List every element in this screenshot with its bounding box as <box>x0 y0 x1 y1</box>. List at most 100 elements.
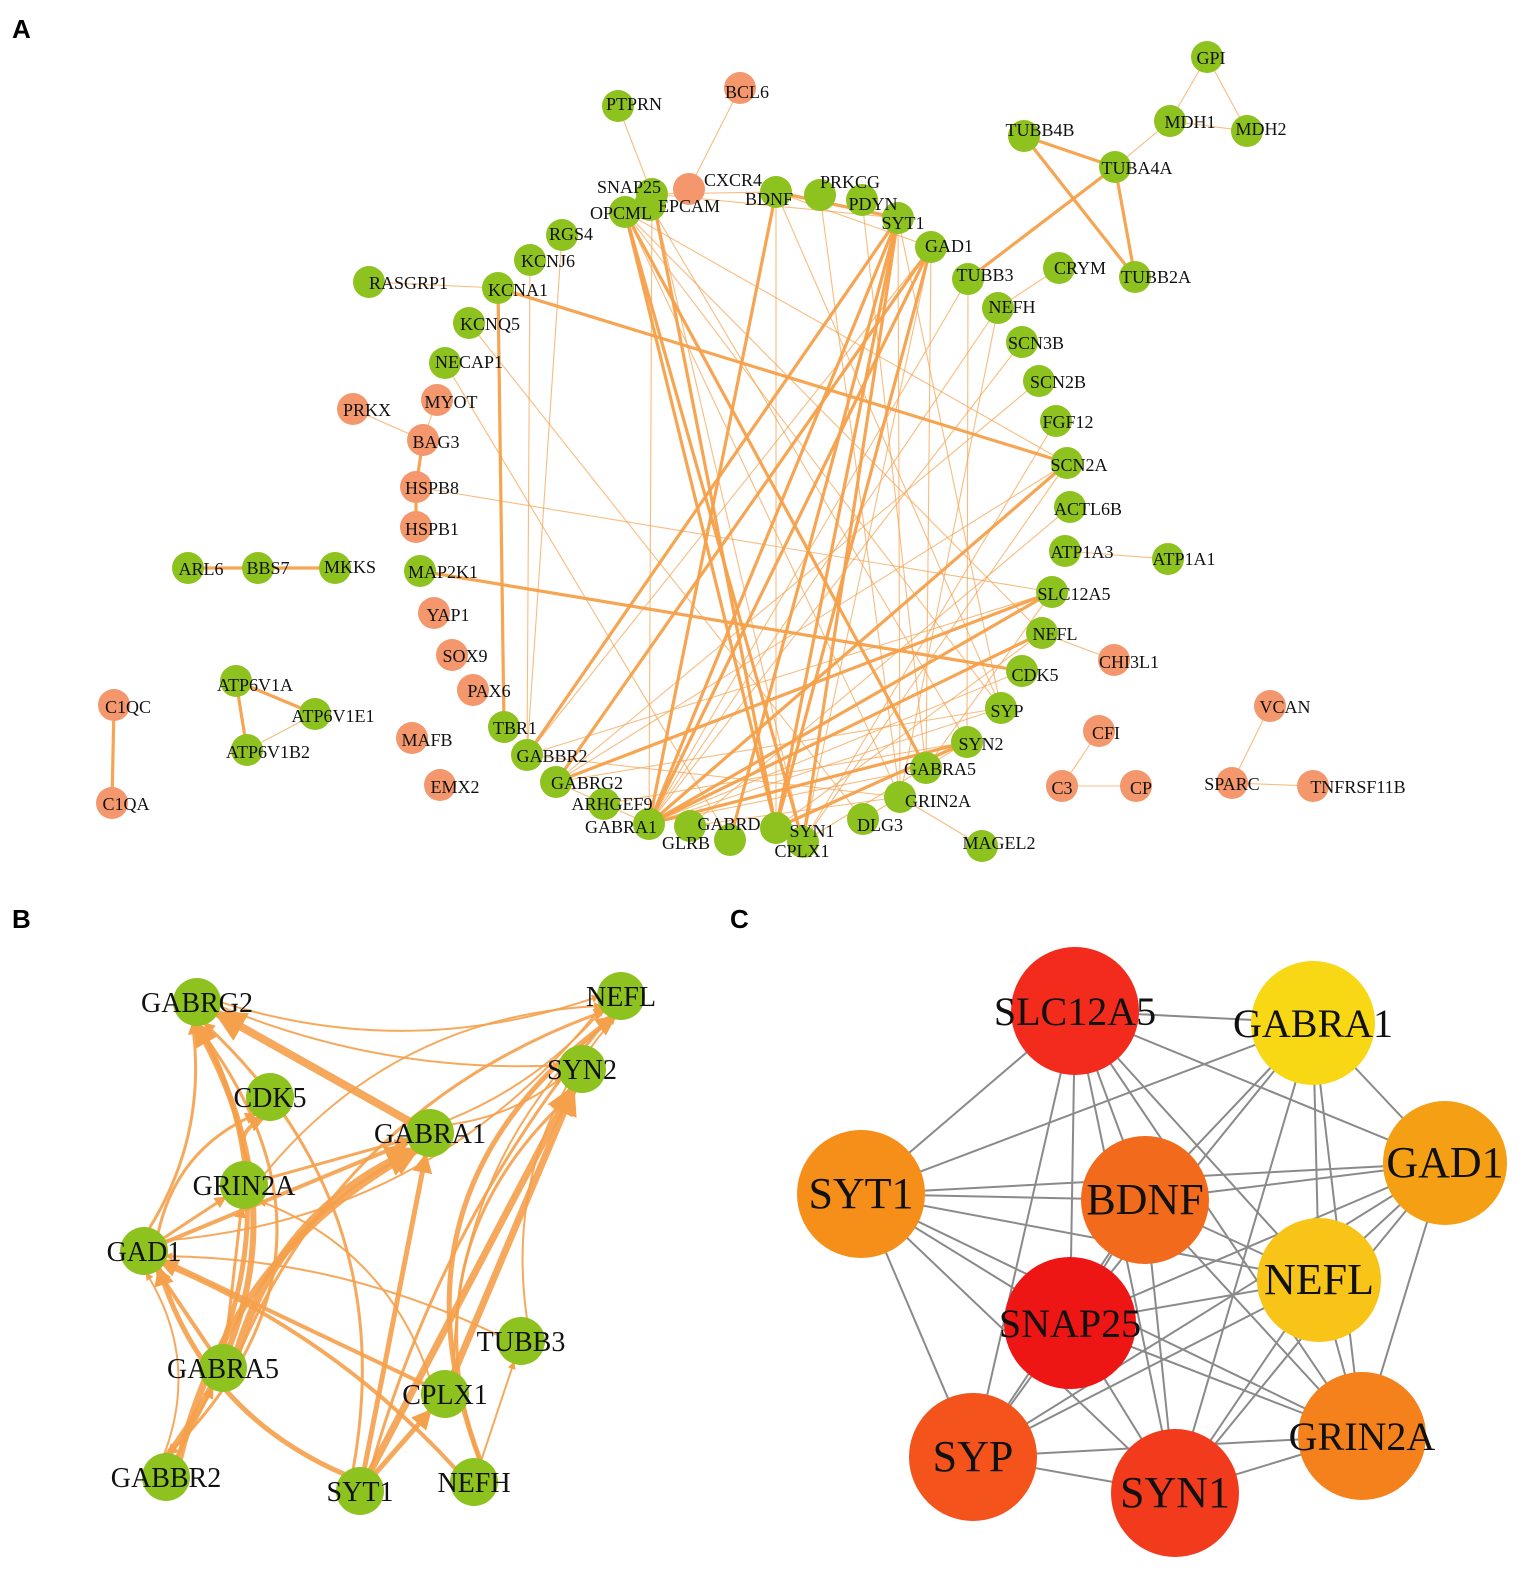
gene-label: GABRA1 <box>374 1119 486 1150</box>
gene-label: C1QC <box>105 697 151 717</box>
gene-node <box>220 1161 268 1209</box>
gene-label: ATP1A1 <box>1152 549 1215 569</box>
gene-label: RASGRP1 <box>369 273 448 293</box>
gene-node <box>633 808 665 840</box>
gene-node <box>353 266 385 298</box>
gene-label: SLC12A5 <box>1037 584 1110 604</box>
gene-node <box>714 824 746 856</box>
hub-gene-node <box>1257 1218 1381 1342</box>
gene-node <box>173 978 221 1026</box>
gene-node <box>424 769 456 801</box>
network-edge <box>624 211 1043 634</box>
directed-edge <box>160 1261 458 1471</box>
gene-node <box>540 766 572 798</box>
gene-label: HSPB1 <box>405 519 459 539</box>
interaction-edge <box>972 1010 1076 1458</box>
gene-label: RGS4 <box>549 224 593 244</box>
gene-node <box>406 1109 454 1157</box>
network-edge <box>689 506 1071 827</box>
network-edge <box>526 591 1053 756</box>
gene-node <box>172 552 204 584</box>
gene-label: OPCML <box>590 203 652 223</box>
network-edge <box>648 740 968 826</box>
gene-label: CPLX1 <box>774 841 829 861</box>
gene-label: ATP1A3 <box>1050 542 1113 562</box>
gene-label: PRKX <box>343 400 391 420</box>
network-edge <box>624 211 901 798</box>
gene-node <box>429 347 461 379</box>
gene-node <box>1036 576 1068 608</box>
gene-label: GLRB <box>662 833 710 853</box>
gene-node <box>497 1317 545 1365</box>
hub-gene-node <box>1383 1101 1507 1225</box>
hub-gene-node <box>1081 1136 1209 1264</box>
network-edge <box>897 217 901 798</box>
gene-node <box>421 1370 469 1418</box>
network-edge <box>650 193 778 829</box>
network-edge <box>624 211 1002 709</box>
gene-node <box>602 90 634 122</box>
gene-label: GRIN2A <box>193 1171 296 1202</box>
gene-label: MYOT <box>425 392 478 412</box>
network-edge <box>624 211 1068 464</box>
network-edge <box>775 191 1002 709</box>
directed-edge <box>237 1008 607 1354</box>
gene-node <box>558 1045 606 1093</box>
gene-node <box>910 752 942 784</box>
gene-label: TNFRSF11B <box>1310 777 1405 797</box>
gene-node <box>1006 326 1038 358</box>
gene-node <box>396 722 428 754</box>
network-edge <box>1022 135 1137 278</box>
network-edge <box>774 217 900 829</box>
gene-label: EMX2 <box>431 777 480 797</box>
gene-label: KCNA1 <box>488 280 548 300</box>
hub-gene-label: NEFL <box>1264 1255 1374 1304</box>
gene-node <box>400 471 432 503</box>
network-edge <box>774 246 933 829</box>
gene-label: ATP6V1E1 <box>291 706 374 726</box>
panel-b-letter: B <box>12 904 31 934</box>
gene-node <box>488 711 520 743</box>
gene-label: MDH2 <box>1235 119 1286 139</box>
network-edge <box>967 165 1116 281</box>
directed-edge <box>174 1386 215 1459</box>
gene-label: PRKCG <box>820 172 880 192</box>
gene-label: NECAP1 <box>435 352 503 372</box>
gene-label: EPCAM <box>658 196 720 216</box>
gene-label: BBS7 <box>246 558 289 578</box>
gene-node <box>673 173 705 205</box>
gene-label: CP <box>1130 778 1152 798</box>
interaction-edge <box>1069 1162 1446 1324</box>
network-edge <box>802 462 1068 843</box>
gene-node <box>231 734 263 766</box>
gene-node <box>1043 252 1075 284</box>
gene-label: MKKS <box>324 557 376 577</box>
gene-label: SYN1 <box>789 821 834 841</box>
gene-node <box>220 665 252 697</box>
gene-label: CHI3L1 <box>1099 652 1159 672</box>
gene-label: GABRA1 <box>585 817 657 837</box>
hub-gene-label: SYN1 <box>1120 1468 1230 1517</box>
network-edge <box>688 87 741 190</box>
gene-label: ARHGEF9 <box>571 794 652 814</box>
gene-node <box>951 726 983 758</box>
panel-a-letter: A <box>12 14 31 44</box>
gene-node <box>1154 105 1186 137</box>
network-edge <box>468 322 864 820</box>
directed-edge <box>163 1005 603 1242</box>
gene-node <box>142 1453 190 1501</box>
network-edge <box>648 307 999 825</box>
gene-label: ATP6V1B2 <box>226 742 310 762</box>
gene-node <box>1231 115 1263 147</box>
directed-edge <box>264 1136 410 1181</box>
gene-label: PAX6 <box>467 681 510 701</box>
gene-node <box>98 689 130 721</box>
network-edge <box>419 569 1023 673</box>
gene-label: GPI <box>1196 48 1225 68</box>
network-edge <box>648 341 1023 825</box>
directed-edge <box>372 1408 433 1477</box>
network-edge <box>728 217 900 841</box>
